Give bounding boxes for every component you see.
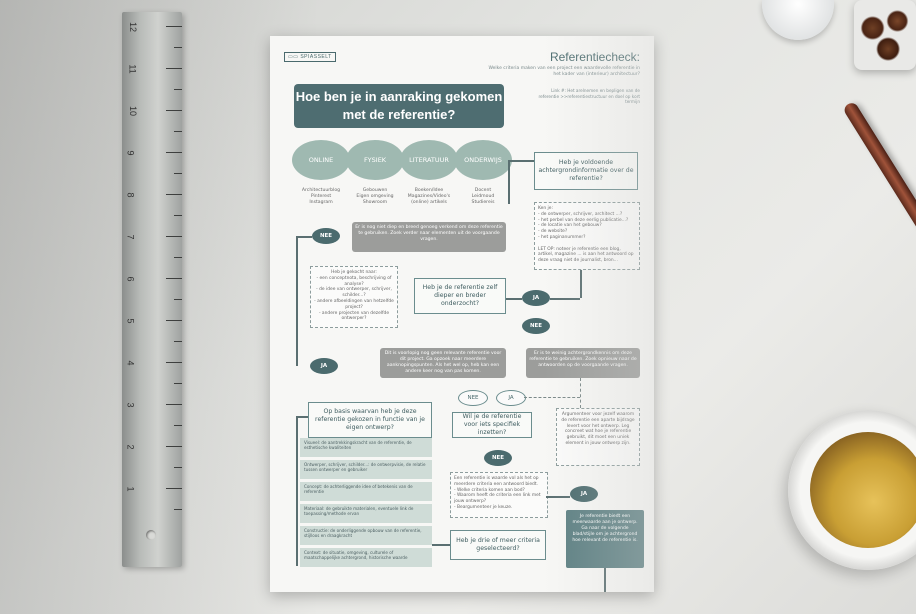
- connector: [296, 416, 298, 566]
- note-not-relevant: Dit is voorlopig nog geen relevante refe…: [380, 348, 506, 378]
- criterion-concept: Concept: de achterliggende idee of betek…: [300, 482, 432, 501]
- poster-subtitle: Welke criteria maken van een project een…: [488, 66, 640, 77]
- criterion-visual: Visueel: de aantrekkingskracht van de re…: [300, 438, 432, 457]
- ruler-number: 1: [125, 486, 136, 492]
- yes-pill: JA: [310, 358, 338, 374]
- no-pill: NEE: [484, 450, 512, 466]
- connector: [508, 160, 510, 204]
- light-shade: [544, 36, 654, 592]
- ruler-hole: [146, 530, 156, 540]
- final-outcome: Je referentie biedt een meerwaarde aan j…: [566, 510, 644, 568]
- poster-note: Link #: Het arelnemen en bepligen van de…: [538, 88, 640, 104]
- question-three-criteria: Heb je drie of meer criteria geselecteer…: [450, 530, 546, 560]
- connector: [604, 568, 606, 592]
- category-sub-fysiek: Gebouwen Eigen omgeving Showroom: [356, 188, 394, 205]
- poster-title: Referentiecheck:: [549, 50, 640, 64]
- category-sub-onderwijs: Docent Leidmoud Studiereis: [471, 188, 495, 205]
- yes-option: JA: [496, 390, 526, 406]
- ruler-number: 4: [125, 360, 136, 366]
- no-option: NEE: [458, 390, 488, 406]
- connector: [296, 236, 298, 366]
- main-question-banner: Hoe ben je in aanraking gekomen met de r…: [294, 84, 504, 128]
- ruler-number: 6: [125, 276, 136, 282]
- value-note: Een referentie is waarde vol als het op …: [450, 472, 548, 518]
- argument-note: Argumenteer voor jezelf waarom de refere…: [556, 408, 640, 466]
- connector: [546, 496, 570, 498]
- question-background-info: Heb je voldoende achtergrondinformatie o…: [534, 152, 638, 190]
- category-literatuur: LITERATUUR: [400, 140, 458, 180]
- criterion-construction: Constructie: de onderliggende opbouw van…: [300, 526, 432, 545]
- ruler-number: 9: [125, 150, 136, 156]
- category-sub-literatuur: Boeken/Idee Magazines/Video's (online) a…: [407, 188, 451, 205]
- connector: [580, 270, 582, 298]
- category-fysiek: FYSIEK: [346, 140, 404, 180]
- note-not-deep-enough: Er is nog niet diep en breed genoeg verk…: [352, 222, 506, 252]
- connector: [432, 544, 450, 546]
- ruler-number: 5: [125, 318, 136, 324]
- yes-pill: JA: [570, 486, 598, 502]
- info-checklist: Ken je: - de ontwerper, schrijver, archi…: [534, 202, 640, 270]
- connector: [506, 298, 522, 300]
- sugar-jar: [762, 0, 834, 40]
- dashed-connector: [580, 378, 581, 408]
- ruler-number: 8: [125, 192, 136, 198]
- ruler-number: 3: [125, 402, 136, 408]
- connector: [296, 236, 312, 238]
- category-onderwijs: ONDERWIJS: [454, 140, 512, 180]
- ruler-number: 10: [128, 105, 139, 117]
- note-too-little-knowledge: Er is te weinig achtergrondkennis om dez…: [526, 348, 640, 378]
- connector: [508, 160, 534, 162]
- ruler-number: 12: [128, 21, 139, 33]
- question-deeper-research: Heb je de referentie zelf dieper en bred…: [414, 278, 506, 314]
- question-basis: Op basis waarvan heb je deze referentie …: [308, 402, 432, 438]
- fountain-pen: [842, 100, 916, 270]
- brand-logo: ▭▭ SPIASSELT: [284, 52, 336, 62]
- category-online: ONLINE: [292, 140, 350, 180]
- ruler-number: 2: [125, 444, 136, 450]
- coffee-surface: [810, 432, 916, 548]
- ruler-number: 7: [125, 234, 136, 240]
- category-sub-online: Architectuurblog Pinterest Instagram: [301, 188, 341, 205]
- criterion-context: Context: de situatie, omgeving, culturel…: [300, 548, 432, 567]
- ruler: 12 11 10 9 8 7 6 5 4 3 2 1: [122, 12, 182, 567]
- dashed-connector: [524, 397, 580, 398]
- criterion-designer: Ontwerper, schrijver, schilder...: de on…: [300, 460, 432, 479]
- research-checklist: Heb je gekocht naar: - een conceptnota, …: [310, 266, 398, 328]
- no-pill: NEE: [522, 318, 550, 334]
- connector: [296, 416, 308, 418]
- question-specific: Wil je de referentie voor iets specifiek…: [452, 412, 532, 438]
- flowchart-poster: ▭▭ SPIASSELT Referentiecheck: Welke crit…: [270, 36, 654, 592]
- yes-pill: JA: [522, 290, 550, 306]
- coffee-beans-bowl: [854, 0, 916, 70]
- connector: [550, 298, 580, 300]
- criterion-material: Materiaal: de gebruikte materialen, even…: [300, 504, 432, 523]
- ruler-number: 11: [127, 64, 138, 74]
- no-pill: NEE: [312, 228, 340, 244]
